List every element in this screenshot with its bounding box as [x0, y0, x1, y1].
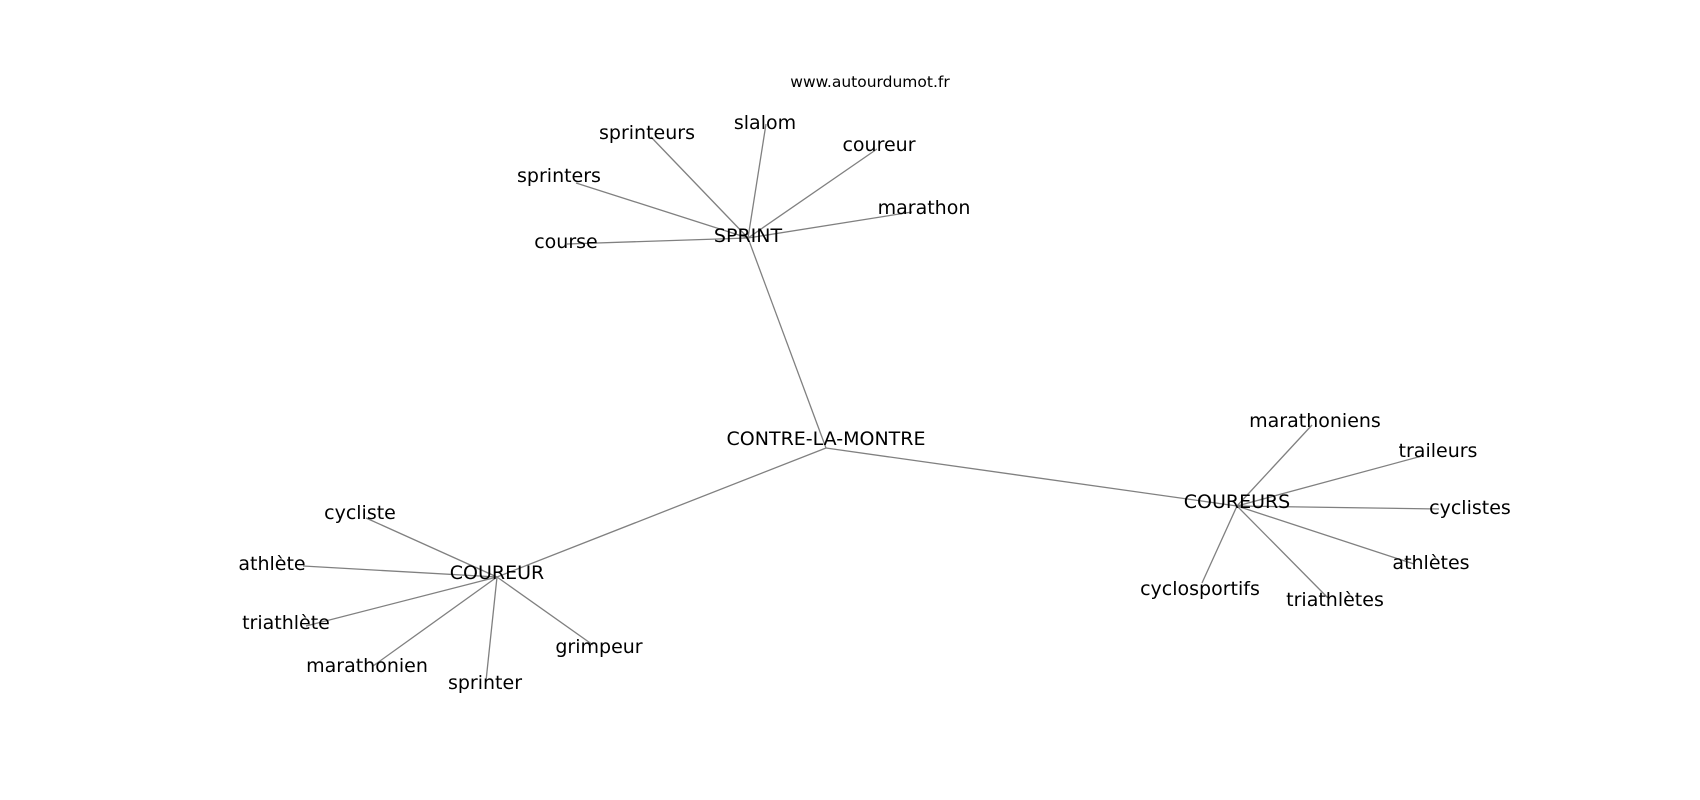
node-word[interactable]: athlète	[238, 553, 305, 575]
edge-coureur-5	[496, 576, 594, 646]
edge-coureur-0	[365, 517, 498, 578]
node-center[interactable]: CONTRE-LA-MONTRE	[727, 428, 926, 450]
edge-sprint-5	[566, 237, 749, 245]
graph-edges	[302, 123, 1440, 682]
edge-coureur-3	[372, 576, 498, 667]
node-hub-sprint[interactable]: SPRINT	[714, 225, 783, 247]
source-watermark: www.autourdumot.fr	[790, 73, 950, 91]
node-word[interactable]: marathonien	[306, 655, 428, 677]
node-word[interactable]: triathlètes	[1286, 589, 1384, 611]
node-word[interactable]: cycliste	[324, 502, 396, 524]
node-word[interactable]: sprinter	[448, 672, 522, 694]
edge-coureur-2	[305, 576, 498, 627]
node-word[interactable]: cyclosportifs	[1140, 578, 1260, 600]
node-word[interactable]: slalom	[734, 112, 796, 134]
node-word[interactable]: triathlète	[242, 612, 330, 634]
edge-sprint-4	[747, 211, 913, 239]
node-word[interactable]: athlètes	[1392, 552, 1469, 574]
edge-sprint-0	[650, 136, 749, 239]
edge-sprint-1	[747, 123, 767, 239]
edge-coureur-1	[302, 565, 498, 578]
edge-center-sprint	[747, 237, 827, 449]
graph-labels: www.autourdumot.fr CONTRE-LA-MONTRE SPRIN…	[238, 73, 1510, 694]
edge-center-coureurs	[825, 447, 1238, 507]
edge-center-coureur	[496, 447, 827, 578]
node-word[interactable]: sprinteurs	[599, 122, 695, 144]
node-word[interactable]: grimpeur	[555, 636, 642, 658]
node-word[interactable]: sprinters	[517, 165, 601, 187]
edge-coureurs-2	[1236, 505, 1440, 510]
node-word[interactable]: course	[534, 231, 598, 253]
edge-coureurs-4	[1236, 505, 1330, 600]
edge-coureurs-1	[1236, 455, 1423, 507]
edge-sprint-3	[575, 182, 749, 239]
node-hub-coureur[interactable]: COUREUR	[450, 562, 544, 584]
node-word[interactable]: marathoniens	[1249, 410, 1381, 432]
node-word[interactable]: coureur	[842, 134, 915, 156]
edge-coureurs-5	[1201, 505, 1238, 584]
node-word[interactable]: traileurs	[1399, 440, 1478, 462]
edge-sprint-2	[747, 148, 878, 239]
node-word[interactable]: cyclistes	[1429, 497, 1511, 519]
edge-coureur-4	[485, 576, 498, 682]
node-word[interactable]: marathon	[878, 197, 971, 219]
edge-coureurs-3	[1236, 505, 1415, 565]
edge-coureurs-0	[1236, 424, 1313, 507]
node-hub-coureurs[interactable]: COUREURS	[1184, 491, 1291, 513]
